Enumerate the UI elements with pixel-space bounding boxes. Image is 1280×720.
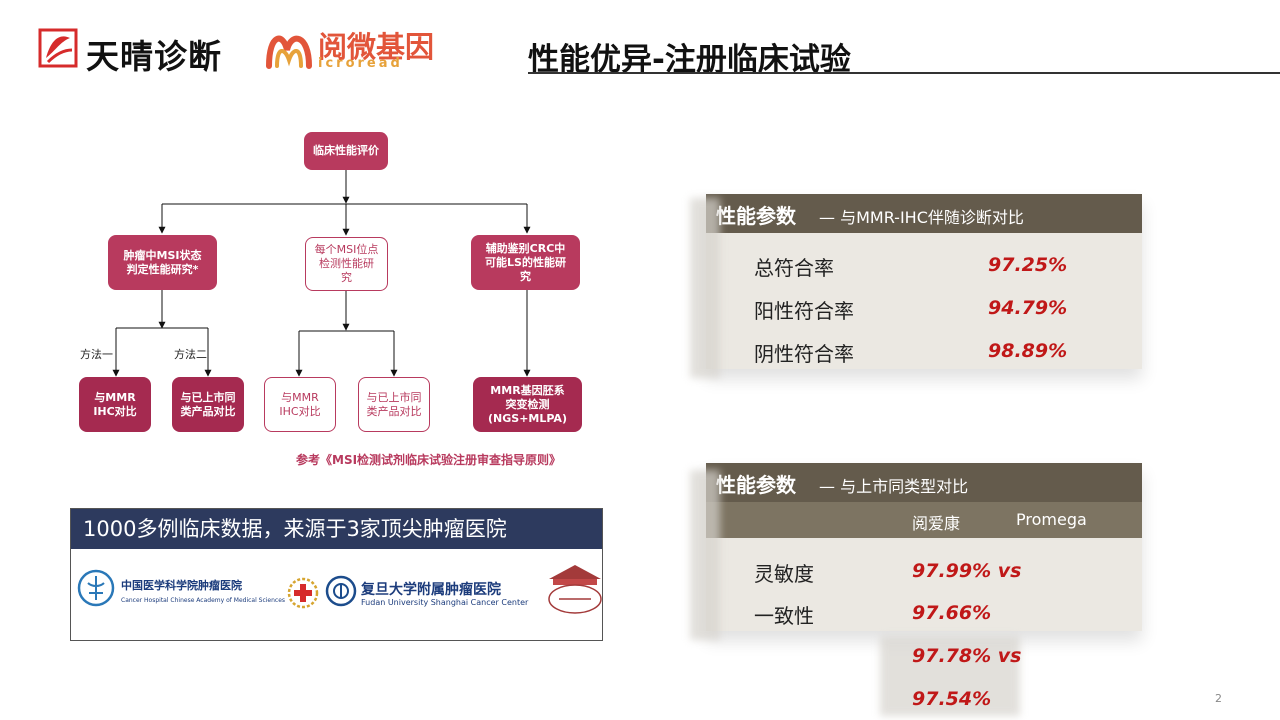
node-leaf-germline: MMR基因胚系 突变检测 (NGS+MLPA)	[473, 377, 582, 432]
clinical-headline: 1000多例临床数据，来源于3家顶尖肿瘤医院	[71, 509, 602, 549]
performance-table-competitor: 性能参数 — 与上市同类型对比 阅爱康 Promega 灵敏度 97.99% v…	[706, 463, 1142, 631]
table-comp-header-bold: 性能参数	[716, 473, 796, 497]
node-leaf-mmr-ihc-2: 与MMR IHC对比	[264, 377, 336, 432]
fudan-hospital-emblem-icon	[325, 575, 357, 607]
table-comp-header-text: — 与上市同类型对比	[819, 477, 969, 496]
table-comp-row-label: 灵敏度	[754, 562, 814, 586]
method-two-label: 方法二	[174, 348, 207, 361]
title-underline	[528, 72, 1280, 74]
cams-hospital-emblem-icon	[77, 569, 115, 607]
node-leaf-product-2: 与已上市同 类产品对比	[358, 377, 430, 432]
hospital-cams-sub: Cancer Hospital Chinese Academy of Medic…	[121, 597, 286, 604]
table-comp-overflow-value: 97.54%	[912, 688, 992, 710]
performance-table-ihc: 性能参数 — 与MMR-IHC伴随诊断对比 总符合率 97.25% 阳性符合率 …	[706, 194, 1142, 369]
node-branch-msi-status: 肿瘤中MSI状态 判定性能研究*	[108, 235, 217, 290]
clinical-data-box: 1000多例临床数据，来源于3家顶尖肿瘤医院 中国医学科学院肿瘤医院 Cance…	[70, 508, 603, 641]
brand-microread: 阅微基因	[318, 30, 435, 64]
table-comp-lower-blur	[880, 636, 1020, 716]
hospital-fudan-name: 复旦大学附属肿瘤医院	[361, 582, 501, 598]
table-ihc-row-label: 总符合率	[754, 256, 834, 280]
table-ihc-row-label: 阴性符合率	[754, 342, 854, 366]
table-ihc-row-value: 98.89%	[988, 340, 1068, 362]
table-ihc-header-bold: 性能参数	[716, 204, 796, 228]
table-ihc-header-text: — 与MMR-IHC伴随诊断对比	[819, 208, 1024, 227]
page-number: 2	[1215, 692, 1222, 705]
table-comp-row-label: 一致性	[754, 604, 814, 628]
brand-tianqing: 天晴诊断	[86, 37, 222, 76]
column-head-promega: Promega	[1016, 510, 1087, 529]
column-head-microread: 阅爱康	[912, 514, 961, 533]
red-cross-emblem-icon	[287, 577, 319, 609]
table-ihc-shadow-blur	[690, 198, 720, 378]
node-leaf-product-1: 与已上市同 类产品对比	[172, 377, 244, 432]
flow-connectors	[112, 170, 531, 377]
reference-note: 参考《MSI检测试剂临床试验注册审查指导原则》	[296, 453, 562, 467]
table-comp-header: 性能参数 — 与上市同类型对比	[706, 463, 1142, 502]
table-ihc-row-label: 阳性符合率	[754, 299, 854, 323]
table-comp-column-bar: 阅爱康 Promega	[706, 502, 1142, 538]
node-leaf-mmr-ihc-1: 与MMR IHC对比	[79, 377, 151, 432]
table-comp-row-value: 97.99% vs	[912, 560, 1022, 582]
node-branch-msi-locus: 每个MSI位点 检测性能研 究	[305, 237, 388, 291]
table-comp-overflow-value: 97.78% vs	[912, 645, 1022, 667]
microread-logo-icon	[266, 35, 312, 69]
table-comp-row-value: 97.66%	[912, 602, 992, 624]
method-one-label: 方法一	[80, 348, 113, 361]
third-hospital-emblem-icon	[548, 565, 602, 614]
hospital-fudan-sub: Fudan University Shanghai Cancer Center	[361, 598, 529, 607]
table-ihc-row-value: 97.25%	[988, 254, 1068, 276]
node-root: 临床性能评价	[304, 132, 388, 170]
table-ihc-header: 性能参数 — 与MMR-IHC伴随诊断对比	[706, 194, 1142, 233]
table-ihc-row-value: 94.79%	[988, 297, 1068, 319]
tianqing-logo-icon	[38, 28, 78, 68]
node-branch-crc-ls: 辅助鉴别CRC中 可能LS的性能研 究	[471, 235, 580, 290]
table-comp-shadow-blur	[690, 470, 720, 640]
brand-microread-sub: icroread	[318, 56, 403, 71]
hospital-cams-name: 中国医学科学院肿瘤医院	[121, 579, 242, 592]
